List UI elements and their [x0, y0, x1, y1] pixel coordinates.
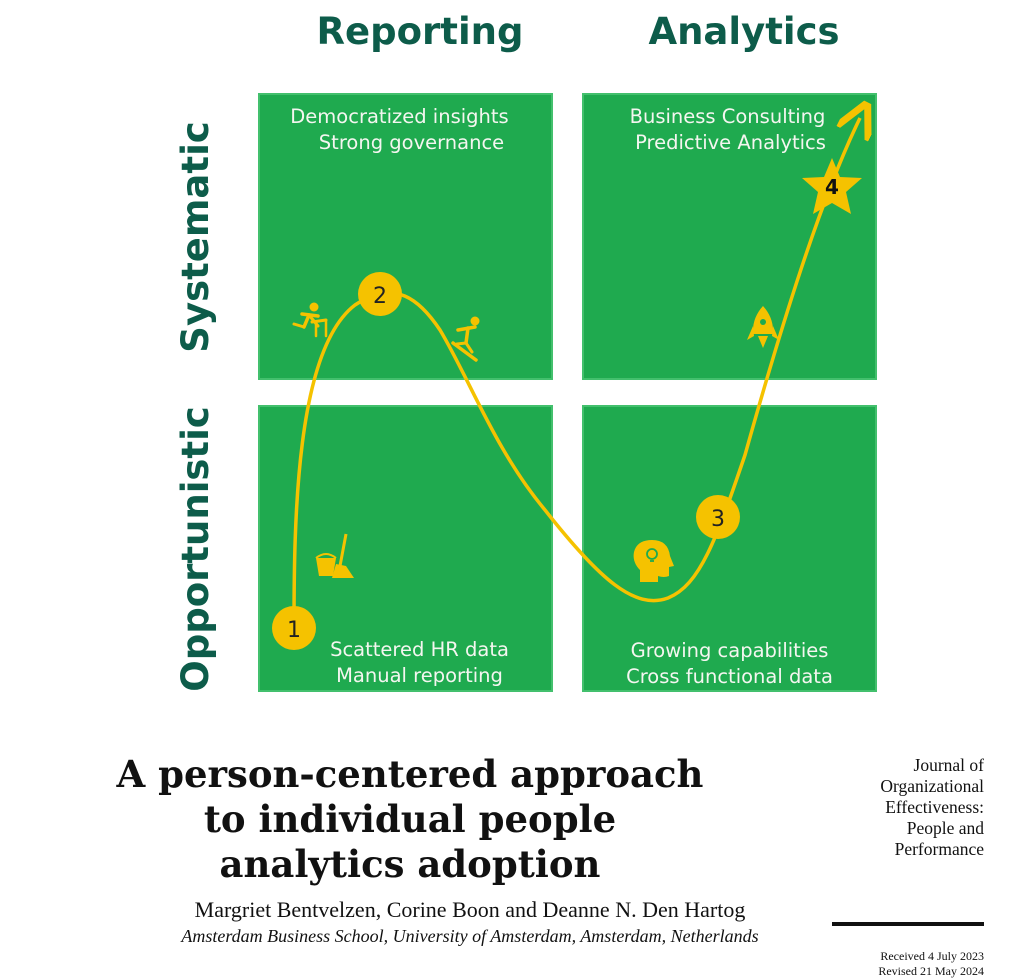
authors: Margriet Bentvelzen, Corine Boon and Dea…: [194, 897, 746, 922]
quadrant-text-line: Cross functional data: [626, 665, 833, 688]
stage-2-marker: 2: [358, 272, 402, 316]
broom-bucket-icon: [315, 533, 354, 578]
affiliation: Amsterdam Business School, University of…: [181, 926, 759, 946]
stage-4-label: 4: [825, 175, 839, 199]
column-heading-analytics: Analytics: [648, 10, 840, 53]
quadrant-text-line: Business Consulting: [629, 105, 826, 128]
journal-line: People and: [906, 818, 984, 838]
quadrant-text-line: Democratized insights: [290, 105, 509, 128]
quadrant-systematic-reporting: Democratized insights Strong governance: [258, 93, 553, 380]
received-date: Received 4 July 2023: [880, 949, 984, 963]
journal-line: Performance: [894, 839, 984, 859]
quadrant-text-line: Strong governance: [318, 131, 505, 154]
journal-line: Organizational: [880, 776, 984, 796]
journal-line: Effectiveness:: [885, 797, 984, 817]
stage-1-label: 1: [287, 618, 301, 643]
title-line: to individual people: [203, 797, 617, 841]
stage-3-label: 3: [711, 507, 725, 532]
stage-1-marker: 1: [272, 606, 316, 650]
article-dates: Received 4 July 2023 Revised 21 May 2024: [824, 949, 984, 979]
stage-3-marker: 3: [696, 495, 740, 539]
title-line: A person-centered approach: [116, 752, 704, 796]
column-heading-reporting: Reporting: [316, 10, 524, 53]
journal-divider: [832, 922, 984, 926]
journal-line: Journal of: [913, 755, 984, 775]
quadrant-text-line: Manual reporting: [336, 664, 503, 687]
lightbulb-head-icon: [633, 540, 674, 582]
hurdle-runner-icon: [292, 302, 328, 338]
stage-2-label: 2: [373, 284, 387, 309]
quadrant-text-line: Scattered HR data: [330, 638, 509, 661]
adoption-path-line: [292, 118, 860, 629]
title-line: analytics adoption: [219, 842, 601, 886]
star-icon: 4: [802, 158, 862, 214]
revised-date: Revised 21 May 2024: [878, 964, 984, 978]
quadrant-text-line: Growing capabilities: [630, 639, 829, 662]
quadrant-text-line: Predictive Analytics: [635, 131, 826, 154]
rocket-icon: [747, 306, 779, 348]
paper-title: A person-centered approach to individual…: [110, 752, 710, 887]
skier-icon: [451, 316, 480, 362]
quadrant-opportunistic-analytics: Growing capabilities Cross functional da…: [582, 405, 877, 692]
quadrant-systematic-analytics: Business Consulting Predictive Analytics: [582, 93, 877, 380]
journal-name: Journal of Organizational Effectiveness:…: [824, 755, 984, 860]
